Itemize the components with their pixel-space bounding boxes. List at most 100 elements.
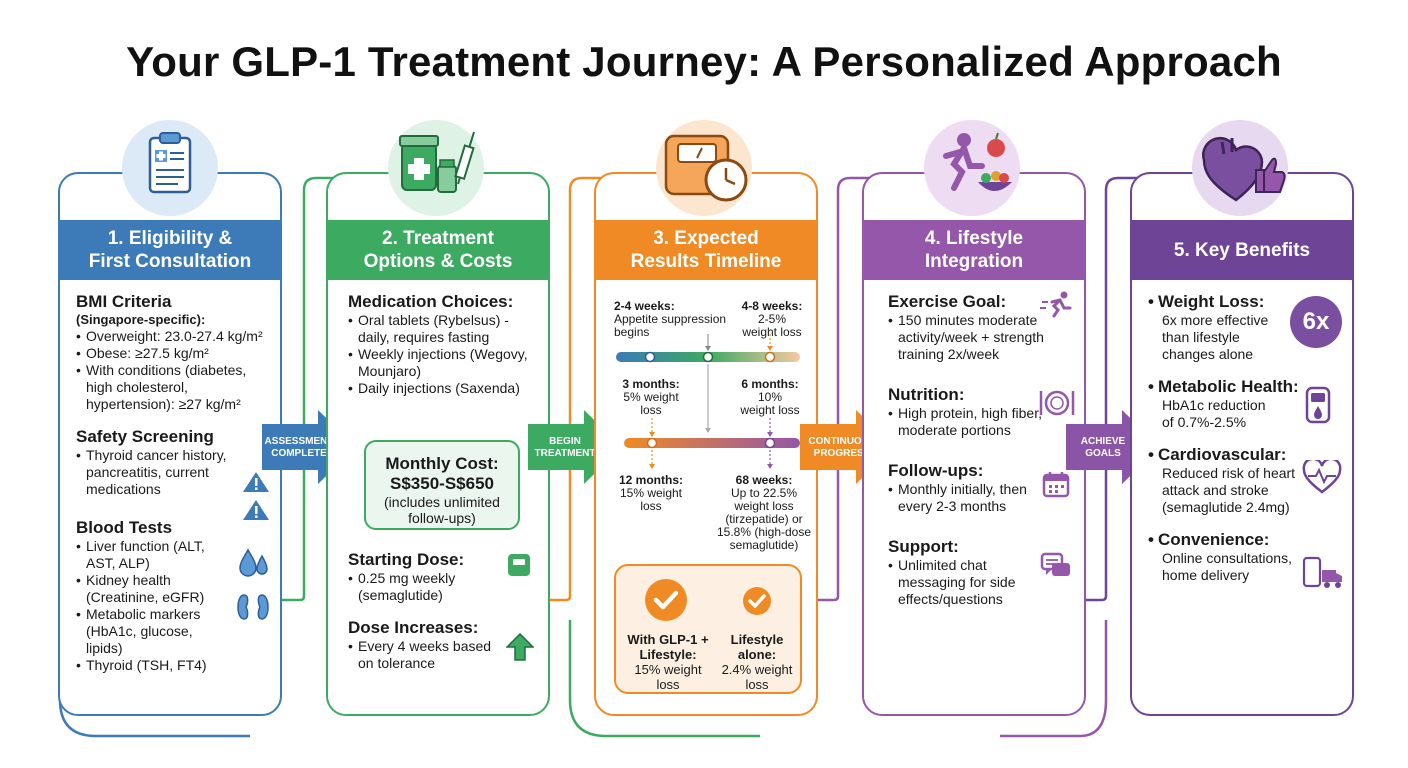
- card-title-line2: Options & Costs: [363, 251, 513, 272]
- bmi-subtitle: (Singapore-specific):: [76, 312, 206, 327]
- check-circle-icon: [645, 579, 687, 621]
- timeline-4-8-weeks: 4-8 weeks: 2-5% weight loss: [732, 300, 812, 339]
- card-header: 1. Eligibility & First Consultation: [60, 220, 280, 280]
- card-key-benefits: 5. Key Benefits •Weight Loss: 6x more ef…: [1130, 172, 1354, 716]
- card-header: 5. Key Benefits: [1132, 220, 1352, 280]
- card-results-timeline: 3. Expected Results Timeline 2-4 weeks: …: [594, 172, 818, 716]
- warning-icon: [243, 472, 269, 492]
- timeline-2-4-weeks: 2-4 weeks: Appetite suppression begins: [614, 300, 734, 339]
- timeline-label: 3 months:: [622, 377, 680, 391]
- card-body: BMI Criteria (Singapore-specific): Overw…: [76, 292, 270, 674]
- screening-title: Safety Screening: [76, 427, 214, 446]
- list-item: High protein, high fiber, moderate porti…: [888, 405, 1056, 439]
- timeline-label: 68 weeks:: [735, 473, 793, 487]
- arrow-label-line2: GOALS: [1085, 448, 1121, 459]
- list-item: Thyroid cancer history, pancreatitis, cu…: [76, 447, 232, 498]
- blood-drop-icon: [239, 548, 268, 577]
- arrow-label: ACHIEVE GOALS: [1068, 436, 1138, 460]
- list-item: Daily injections (Saxenda): [348, 380, 538, 397]
- dose-list: 0.25 mg weekly (semaglutide): [348, 570, 502, 604]
- benefit-title-text: Metabolic Health:: [1157, 377, 1299, 396]
- arrow-label-line2: COMPLETE: [271, 448, 327, 459]
- card-body: Exercise Goal: 150 minutes moderate acti…: [888, 292, 1072, 608]
- followup-title: Follow-ups:: [888, 461, 984, 480]
- warning-icon: [243, 500, 269, 520]
- page-title: Your GLP-1 Treatment Journey: A Personal…: [126, 38, 1282, 85]
- timeline-text: Up to 22.5% weight loss (tirzepatide) or…: [716, 486, 812, 552]
- blood-list: Liver function (ALT, AST, ALP) Kidney he…: [76, 538, 270, 674]
- card-title: 5. Key Benefits: [1173, 239, 1311, 261]
- timeline-6-months: 6 months: 10% weight loss: [732, 378, 808, 417]
- runner-food-icon: [924, 120, 1020, 216]
- card-title-line1: 1. Eligibility &: [107, 228, 233, 249]
- comparison-lifestyle-alone: Lifestyle alone: 2.4% weight loss: [716, 632, 798, 692]
- arrow-label: CONTINUOUS PROGRESS: [804, 436, 880, 460]
- comparison-value: 15% weight loss: [634, 662, 702, 692]
- arrow-label-line1: ASSESSMENT: [264, 436, 334, 447]
- glucose-meter-icon: [1305, 386, 1331, 424]
- benefit-title-text: Cardiovascular:: [1157, 445, 1287, 464]
- card-title-line1: 4. Lifestyle: [924, 228, 1024, 249]
- card-header: 2. Treatment Options & Costs: [328, 220, 548, 280]
- dose-title: Starting Dose:: [348, 550, 465, 569]
- phone-delivery-icon: [1302, 556, 1342, 588]
- nutrition-title: Nutrition:: [888, 385, 965, 404]
- list-item: Obese: ≥27.5 kg/m²: [76, 345, 270, 362]
- benefit-title-text: Weight Loss:: [1157, 292, 1265, 311]
- arrow-label: BEGIN TREATMENT: [532, 436, 598, 460]
- plate-cutlery-icon: [1039, 390, 1075, 416]
- timeline-text: Appetite suppression begins: [614, 312, 727, 339]
- card-header: 4. Lifestyle Integration: [864, 220, 1084, 280]
- timeline-12-months: 12 months: 15% weight loss: [610, 474, 692, 513]
- comparison-title: Lifestyle alone:: [730, 632, 784, 662]
- blood-title: Blood Tests: [76, 518, 173, 537]
- card-header: 3. Expected Results Timeline: [596, 220, 816, 280]
- list-item: Kidney health (Creatinine, eGFR): [76, 572, 232, 606]
- arrow-up-icon: [506, 632, 534, 661]
- list-item: Unlimited chat messaging for side effect…: [888, 557, 1038, 608]
- check-circle-icon: [743, 587, 771, 615]
- clipboard-icon: [122, 120, 218, 216]
- arrow-label-line2: PROGRESS: [813, 448, 871, 459]
- list-item: Every 4 weeks based on tolerance: [348, 638, 502, 672]
- bmi-title: BMI Criteria: [76, 292, 172, 311]
- arrow-label-line1: CONTINUOUS: [808, 436, 876, 447]
- arrow-label-line1: BEGIN: [549, 436, 581, 447]
- benefit-weight-text: 6x more effective than lifestyle changes…: [1162, 312, 1269, 362]
- arrow-label: ASSESSMENT COMPLETE: [264, 436, 334, 460]
- benefit-badge: 6x: [1290, 296, 1342, 348]
- card-body: Medication Choices: Oral tablets (Rybels…: [348, 292, 538, 397]
- benefit-metabolic-text: HbA1c reduction of 0.7%-2.5%: [1162, 397, 1266, 430]
- cost-value: S$350-S$650: [390, 474, 494, 493]
- comparison-title: With GLP-1 + Lifestyle:: [627, 632, 709, 662]
- card-title-line2: Results Timeline: [630, 251, 782, 272]
- increase-title: Dose Increases:: [348, 618, 479, 637]
- card-title-line2: Integration: [924, 251, 1024, 272]
- card-title-line2: First Consultation: [88, 251, 252, 272]
- comparison-box: With GLP-1 + Lifestyle: 15% weight loss …: [614, 564, 802, 694]
- timeline-graphic: [616, 334, 800, 469]
- timeline-label: 12 months:: [618, 473, 683, 487]
- benefit-weight-title: •Weight Loss:: [1148, 292, 1265, 311]
- timeline-label: 2-4 weeks:: [614, 299, 675, 313]
- scale-clock-icon: [656, 120, 752, 216]
- list-item: Weekly injections (Wegovy, Mounjaro): [348, 346, 538, 380]
- timeline-68-weeks: 68 weeks: Up to 22.5% weight loss (tirze…: [712, 474, 816, 552]
- timeline-label: 4-8 weeks:: [741, 299, 803, 313]
- badge-text: 6x: [1302, 308, 1330, 335]
- nutrition-list: High protein, high fiber, moderate porti…: [888, 405, 1072, 439]
- list-item: Metabolic markers (HbA1c, glucose, lipid…: [76, 606, 232, 657]
- heart-thumbs-up-icon: [1192, 120, 1288, 216]
- exercise-list: 150 minutes moderate activity/week + str…: [888, 312, 1072, 363]
- cost-box: Monthly Cost: S$350-S$650 (includes unli…: [364, 440, 520, 530]
- list-item: Overweight: 23.0-27.4 kg/m²: [76, 328, 270, 345]
- bmi-list: Overweight: 23.0-27.4 kg/m² Obese: ≥27.5…: [76, 328, 270, 413]
- benefit-title-text: Convenience:: [1157, 530, 1270, 549]
- cost-title: Monthly Cost:: [385, 454, 499, 473]
- timeline-text: 15% weight loss: [619, 486, 683, 513]
- list-item: 150 minutes moderate activity/week + str…: [888, 312, 1072, 363]
- card-title-line1: 2. Treatment: [382, 228, 494, 249]
- benefit-convenience-title: •Convenience:: [1148, 530, 1270, 549]
- list-item: Oral tablets (Rybelsus) - daily, require…: [348, 312, 538, 346]
- card-title-line1: 3. Expected: [653, 228, 759, 249]
